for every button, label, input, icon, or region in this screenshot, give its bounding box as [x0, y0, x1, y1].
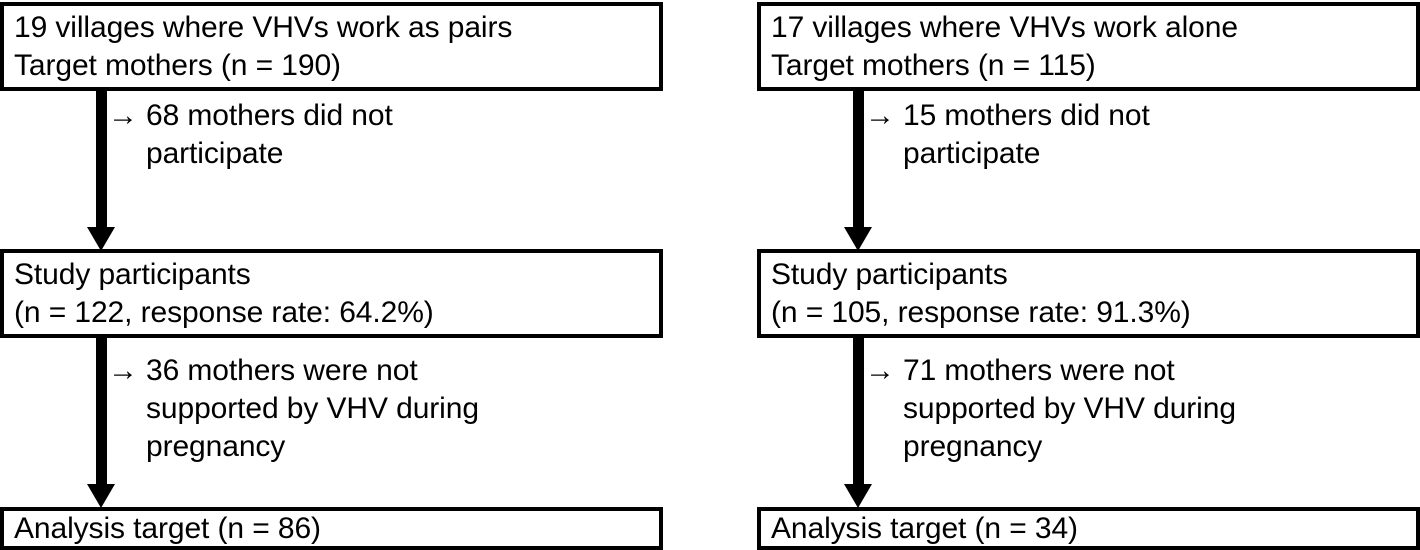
enrollment-box-solo: 17 villages where VHVs work alone Target…	[757, 2, 1420, 91]
flow-column-solo-vhv: 17 villages where VHVs work alone Target…	[757, 0, 1420, 550]
enrollment-line-2: Target mothers (n = 115)	[771, 48, 1096, 82]
participants-line-2: (n = 105, response rate: 91.3%)	[771, 295, 1191, 329]
exclusion-note-2-solo: → 71 mothers were not supported by VHV d…	[865, 352, 1236, 466]
exclusion-note-line-2: supported by VHV during	[146, 392, 479, 425]
exclusion-note-1-solo: → 15 mothers did not participate	[865, 97, 1150, 173]
analysis-line-1: Analysis target (n = 34)	[771, 511, 1078, 545]
right-arrow-icon: →	[865, 99, 895, 132]
arrow-head-icon	[87, 227, 115, 251]
analysis-box-solo: Analysis target (n = 34)	[757, 507, 1420, 550]
enrollment-line-1: 19 villages where VHVs work as pairs	[14, 10, 513, 44]
exclusion-note-line-3: pregnancy	[146, 430, 286, 463]
participants-line-1: Study participants	[771, 257, 1008, 291]
flow-arrow-enrollment-to-participants	[87, 91, 115, 251]
right-arrow-icon: →	[108, 99, 138, 132]
arrow-shaft	[96, 338, 107, 488]
exclusion-note-line-2: participate	[146, 137, 284, 170]
exclusion-note-line-1: 68 mothers did not	[146, 99, 393, 132]
flow-arrow-enrollment-to-participants	[844, 91, 872, 251]
arrow-shaft	[853, 338, 864, 488]
flow-column-paired-vhv: 19 villages where VHVs work as pairs Tar…	[0, 0, 663, 550]
exclusion-note-line-1: 36 mothers were not	[146, 354, 418, 387]
flow-arrow-participants-to-analysis	[87, 338, 115, 510]
arrow-shaft	[96, 91, 107, 231]
participants-line-2: (n = 122, response rate: 64.2%)	[14, 295, 434, 329]
arrow-shaft	[853, 91, 864, 231]
enrollment-line-2: Target mothers (n = 190)	[14, 48, 341, 82]
analysis-box-paired: Analysis target (n = 86)	[0, 507, 663, 550]
analysis-line-1: Analysis target (n = 86)	[14, 511, 321, 545]
participants-line-1: Study participants	[14, 257, 251, 291]
participants-box-solo: Study participants (n = 105, response ra…	[757, 249, 1420, 338]
exclusion-note-line-2: participate	[903, 137, 1041, 170]
exclusion-note-2-paired: → 36 mothers were not supported by VHV d…	[108, 352, 479, 466]
arrow-head-icon	[844, 484, 872, 508]
arrow-head-icon	[87, 484, 115, 508]
exclusion-note-line-1: 71 mothers were not	[903, 354, 1175, 387]
participants-box-paired: Study participants (n = 122, response ra…	[0, 249, 663, 338]
enrollment-line-1: 17 villages where VHVs work alone	[771, 10, 1238, 44]
arrow-head-icon	[844, 227, 872, 251]
exclusion-note-line-1: 15 mothers did not	[903, 99, 1150, 132]
exclusion-note-line-2: supported by VHV during	[903, 392, 1236, 425]
exclusion-note-1-paired: → 68 mothers did not participate	[108, 97, 393, 173]
right-arrow-icon: →	[108, 354, 138, 387]
enrollment-box-paired: 19 villages where VHVs work as pairs Tar…	[0, 2, 663, 91]
flow-arrow-participants-to-analysis	[844, 338, 872, 510]
right-arrow-icon: →	[865, 354, 895, 387]
exclusion-note-line-3: pregnancy	[903, 430, 1043, 463]
